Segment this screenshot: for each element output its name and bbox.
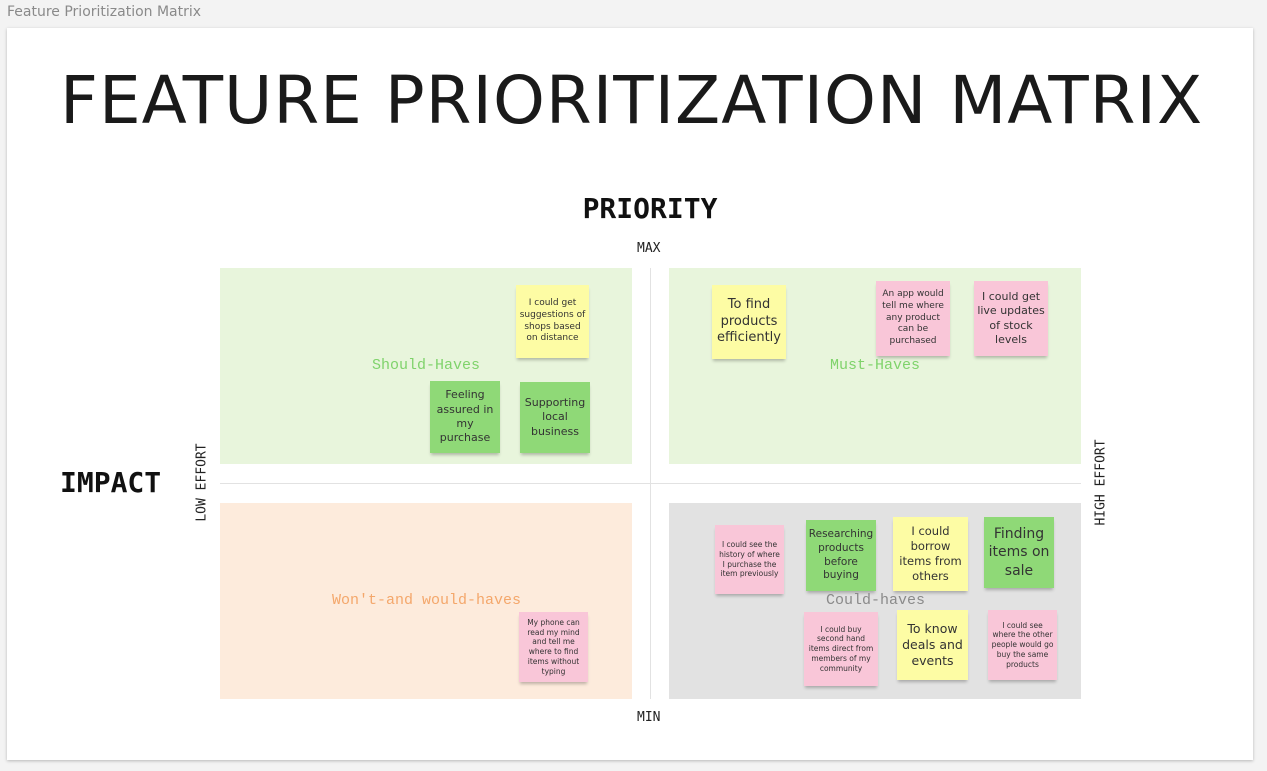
sticky-note[interactable]: Supporting local business — [520, 382, 590, 453]
impact-axis-title: IMPACT — [60, 466, 162, 499]
axis-low-effort-label: LOW EFFORT — [194, 443, 210, 522]
board-title: FEATURE PRIORITIZATION MATRIX — [60, 62, 1204, 139]
sticky-note[interactable]: I could buy second hand items direct fro… — [804, 612, 878, 686]
sticky-note[interactable]: An app would tell me where any product c… — [876, 281, 950, 356]
sticky-note[interactable]: I could see where the other people would… — [988, 610, 1057, 680]
window-title: Feature Prioritization Matrix — [7, 4, 202, 20]
sticky-note[interactable]: I could see the history of where I purch… — [715, 525, 784, 594]
sticky-note[interactable]: I could get live updates of stock levels — [974, 281, 1048, 356]
wont-haves-label: Won't-and would-haves — [332, 592, 522, 609]
axis-high-effort-label: HIGH EFFORT — [1093, 439, 1109, 526]
sticky-note[interactable]: To find products efficiently — [712, 285, 786, 359]
sticky-note[interactable]: My phone can read my mind and tell me wh… — [519, 612, 588, 682]
axis-max-label: MAX — [637, 241, 661, 256]
vertical-axis-line — [650, 268, 651, 699]
must-haves-label: Must-Haves — [830, 357, 921, 374]
axis-min-label: MIN — [637, 710, 661, 725]
sticky-note[interactable]: Feeling assured in my purchase — [430, 381, 500, 453]
sticky-note[interactable]: To know deals and events — [897, 610, 968, 680]
should-haves-label: Should-Haves — [372, 357, 481, 374]
sticky-note[interactable]: I could borrow items from others — [893, 517, 968, 591]
sticky-note[interactable]: I could get suggestions of shops based o… — [516, 285, 589, 358]
sticky-note[interactable]: Researching products before buying — [806, 520, 876, 591]
sticky-note[interactable]: Finding items on sale — [984, 517, 1054, 588]
could-haves-label: Could-haves — [826, 592, 926, 609]
priority-axis-title: PRIORITY — [582, 192, 718, 225]
